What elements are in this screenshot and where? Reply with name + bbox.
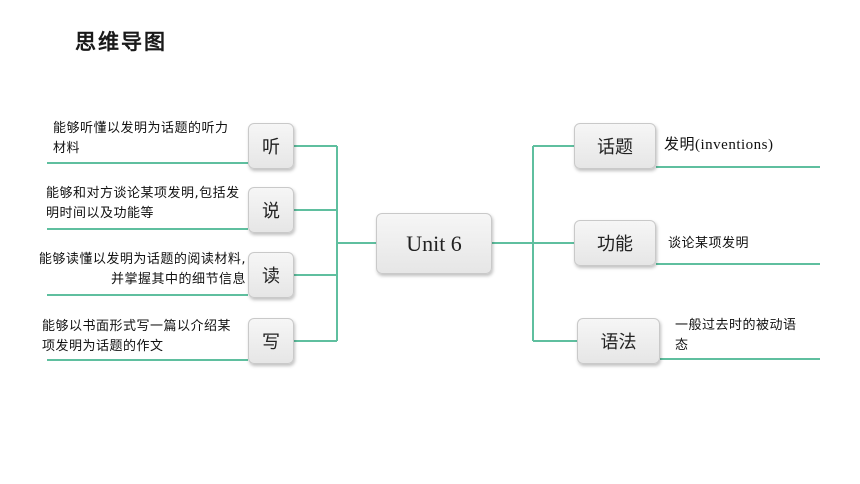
node-label: 读 <box>262 266 280 287</box>
page-title: 思维导图 <box>75 30 167 54</box>
center-label: Unit 6 <box>406 230 462 256</box>
node-label: 说 <box>262 201 280 222</box>
writing-description: 能够以书面形式写一篇以介绍某项发明为话题的作文 <box>42 319 232 354</box>
node-label: 功能 <box>597 234 633 255</box>
node-topic: 话题 <box>574 123 656 169</box>
node-speaking: 说 <box>248 187 294 233</box>
function-description: 谈论某项发明 <box>668 236 750 251</box>
node-label: 听 <box>262 137 280 158</box>
node-label: 话题 <box>597 137 633 158</box>
node-label: 写 <box>262 332 280 353</box>
center-node: Unit 6 <box>376 213 492 274</box>
node-writing: 写 <box>248 318 294 364</box>
node-label: 语法 <box>600 332 637 353</box>
reading-description: 能够读懂以发明为话题的阅读材料,并掌握其中的细节信息 <box>38 252 246 287</box>
topic-description: 发明(inventions) <box>664 137 774 153</box>
grammar-description: 一般过去时的被动语态 <box>675 318 797 353</box>
speaking-description: 能够和对方谈论某项发明,包括发明时间以及功能等 <box>46 186 240 221</box>
node-grammar: 语法 <box>577 318 660 364</box>
node-function: 功能 <box>574 220 656 266</box>
node-listening: 听 <box>248 123 294 169</box>
listening-description: 能够听懂以发明为话题的听力材料 <box>53 121 229 156</box>
node-reading: 读 <box>248 252 294 298</box>
